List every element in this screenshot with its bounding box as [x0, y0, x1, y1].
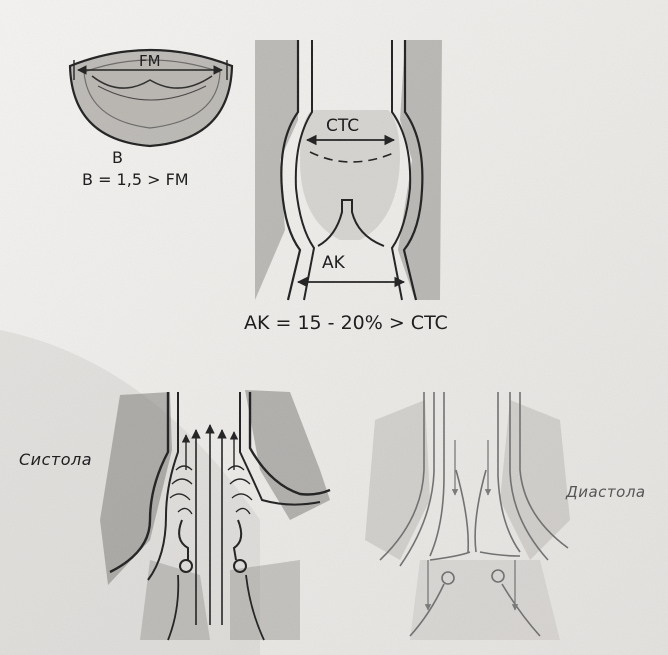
fm-label: FM [139, 54, 161, 69]
ak-label: AK [322, 255, 345, 272]
ctc-label: CTC [326, 118, 359, 135]
diastole-label: Диастола [566, 485, 646, 500]
ak-formula-label: AK = 15 - 20% > CTC [244, 314, 448, 333]
systole-label: Систола [19, 452, 92, 468]
b-label: B [112, 150, 123, 166]
b-formula-label: B = 1,5 > FM [82, 172, 189, 188]
